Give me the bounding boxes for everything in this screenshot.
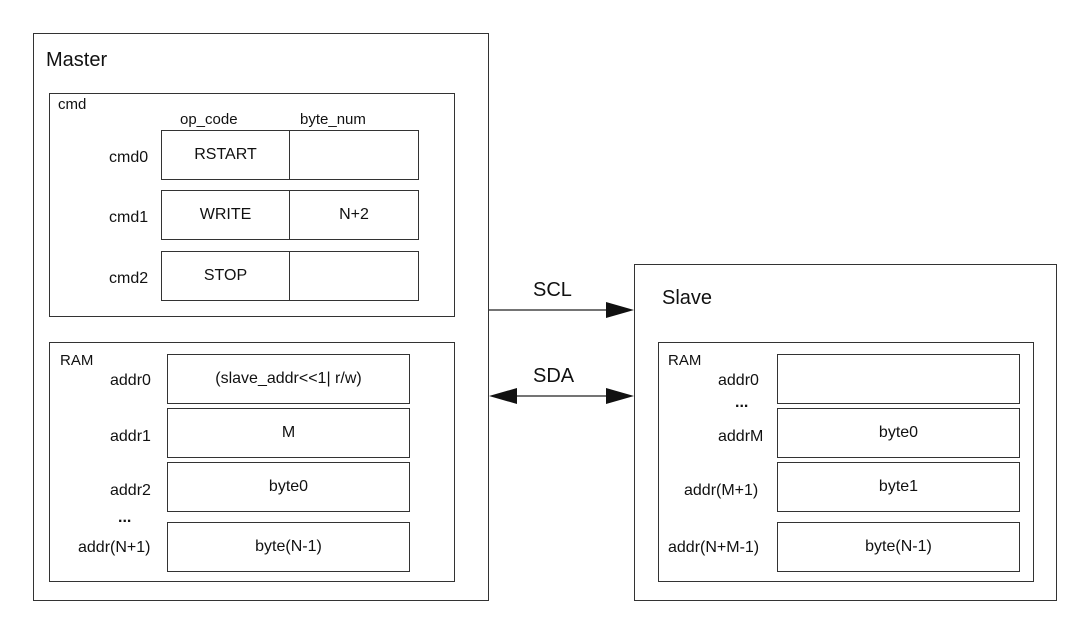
cmd-byte-cell: N+2 xyxy=(289,190,419,240)
master-ram-title: RAM xyxy=(60,352,94,369)
cmd-op-cell: WRITE xyxy=(161,190,290,240)
cmd-row-label: cmd1 xyxy=(109,209,149,226)
cmd-row-label: cmd2 xyxy=(109,270,149,287)
slave-ram-addr-label: addrM xyxy=(718,428,764,445)
master-title: Master xyxy=(46,49,108,71)
slave-ram-cell: byte0 xyxy=(777,408,1020,458)
master-ram-ellipsis: ... xyxy=(118,509,132,526)
cmd-byte-cell xyxy=(289,130,419,180)
cmd-col-byte-num: byte_num xyxy=(300,111,366,128)
cmd-col-op-code: op_code xyxy=(180,111,238,128)
scl-label: SCL xyxy=(533,279,572,301)
sda-arrowhead-left-icon xyxy=(489,388,517,404)
slave-ram-addr-label: addr(M+1) xyxy=(684,482,759,499)
cmd-row-label: cmd0 xyxy=(109,149,149,166)
master-ram-cell: (slave_addr<<1| r/w) xyxy=(167,354,410,404)
slave-ram-addr-label: addr0 xyxy=(718,372,759,389)
master-ram-addr-label: addr1 xyxy=(110,428,151,445)
slave-ram-cell: byte1 xyxy=(777,462,1020,512)
sda-label: SDA xyxy=(533,365,575,387)
cmd-op-cell: RSTART xyxy=(161,130,290,180)
master-ram-addr-label: addr0 xyxy=(110,372,151,389)
sda-arrowhead-right-icon xyxy=(606,388,634,404)
cmd-panel-title: cmd xyxy=(58,96,87,113)
cmd-byte-cell xyxy=(289,251,419,301)
master-ram-addr-label: addr(N+1) xyxy=(78,539,151,556)
master-ram-cell: byte(N-1) xyxy=(167,522,410,572)
slave-ram-ellipsis: ... xyxy=(735,394,749,411)
master-ram-cell: byte0 xyxy=(167,462,410,512)
slave-ram-cell: byte(N-1) xyxy=(777,522,1020,572)
slave-title: Slave xyxy=(662,287,713,309)
slave-ram-cell xyxy=(777,354,1020,404)
slave-ram-title: RAM xyxy=(668,352,702,369)
scl-arrowhead-icon xyxy=(606,302,634,318)
master-ram-cell: M xyxy=(167,408,410,458)
cmd-op-cell: STOP xyxy=(161,251,290,301)
master-ram-addr-label: addr2 xyxy=(110,482,151,499)
slave-ram-addr-label: addr(N+M-1) xyxy=(668,539,760,556)
